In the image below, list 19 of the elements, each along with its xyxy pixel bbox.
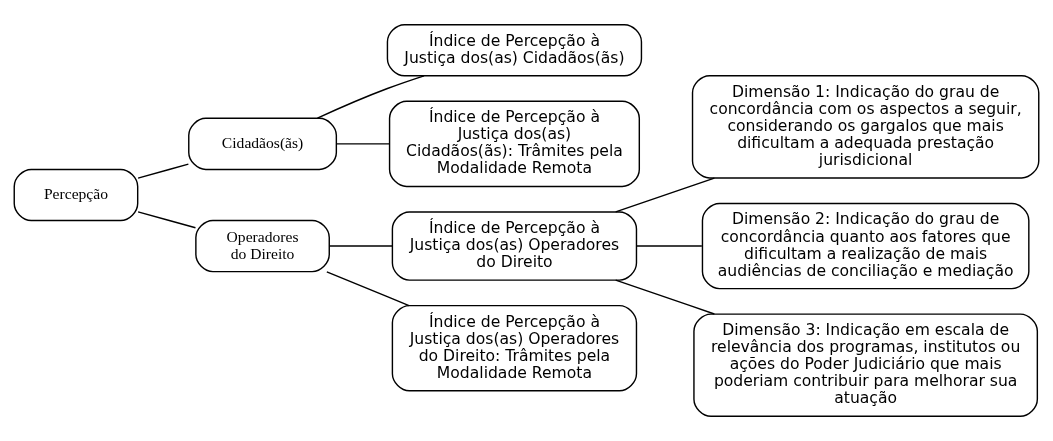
connector [137, 163, 190, 179]
connector [636, 245, 703, 247]
connector [615, 279, 716, 315]
node-box: Dimensão 3: Indicação em escala de relevância dos programas, institutos ou ações do Poder Judiciário que mais poderiam contribuir para melhorar sua atuação [693, 313, 1039, 418]
node-box: Índice de Percepção à Justiça dos(as) Operadores do Direito: Trâmites pela Modalidade Remota [391, 304, 638, 392]
connector [328, 245, 393, 247]
node-box: Percepção [13, 168, 139, 222]
node-box: Dimensão 1: Indicação do grau de concordância com os aspectos a seguir, considerando os gargalos que mais dificultam a adequada prestação jurisdicional [691, 75, 1040, 179]
connector [615, 177, 716, 213]
connector [335, 143, 390, 145]
node-box: Cidadãos(ãs) [188, 117, 338, 171]
node-box: Índice de Percepção à Justiça dos(as) Cidadãos(ãs): Trâmites pela Modalidade Remota [388, 100, 640, 188]
node-box: Dimensão 2: Indicação do grau de concordância quanto aos fatores que dificultam a realização de mais audiências de conciliação e mediação [701, 202, 1030, 290]
node-box: Índice de Percepção à Justiça dos(as) Cidadãos(ãs) [386, 23, 643, 77]
connector [316, 75, 425, 119]
connector [137, 211, 197, 229]
node-box: Operadores do Direito [195, 219, 330, 273]
node-box: Índice de Percepção à Justiça dos(as) Operadores do Direito [391, 211, 638, 281]
connector [326, 271, 410, 307]
